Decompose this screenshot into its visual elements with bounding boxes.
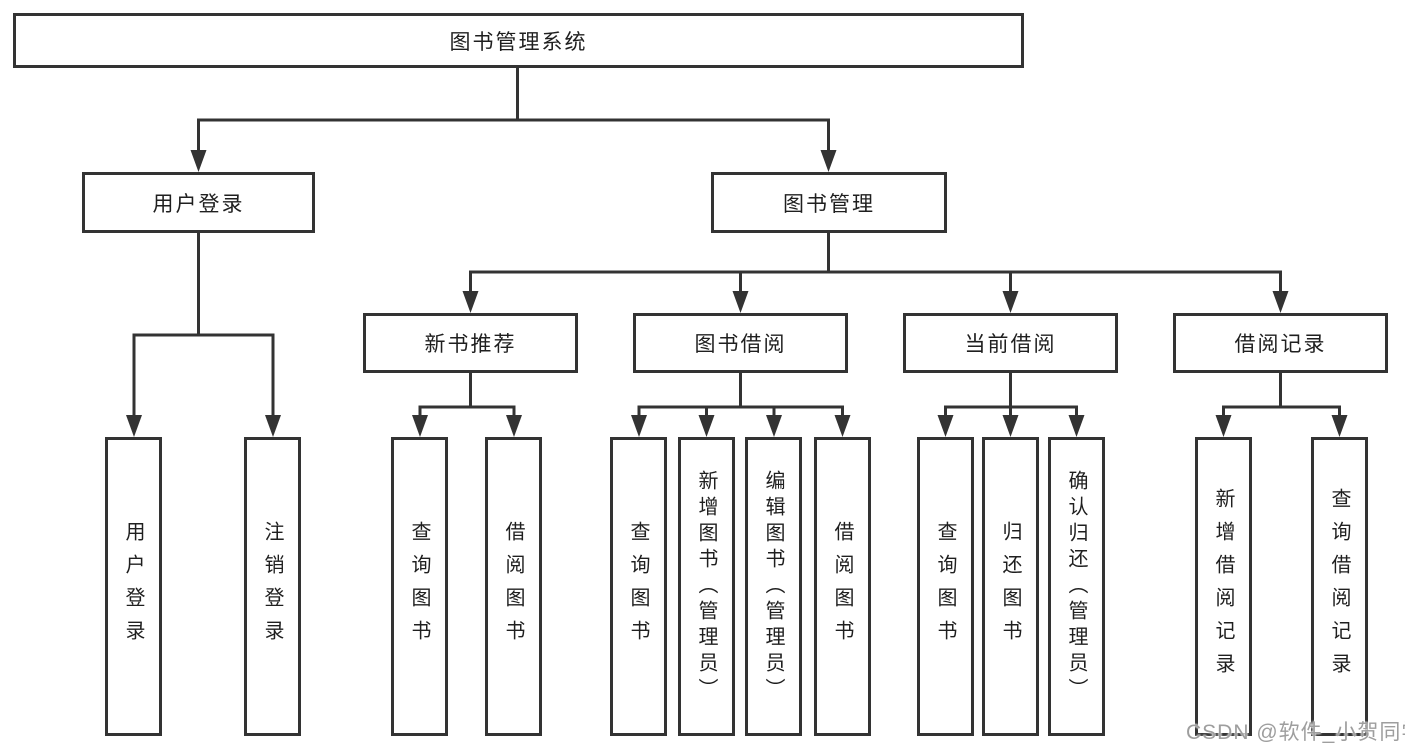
arrowheads xyxy=(126,150,1348,437)
node-user-login: 用户登录 xyxy=(82,172,315,233)
node-new-book-recommend: 新书推荐 xyxy=(363,313,578,373)
leaf-query-books-current: 查询图书 xyxy=(917,437,974,736)
leaf-add-borrow-record: 新增借阅记录 xyxy=(1195,437,1252,736)
leaf-return-book: 归还图书 xyxy=(982,437,1039,736)
leaf-edit-book-admin: 编辑图书（管理员） xyxy=(745,437,802,736)
leaf-confirm-return-admin: 确认归还（管理员） xyxy=(1048,437,1105,736)
leaf-query-books-recommend: 查询图书 xyxy=(391,437,448,736)
leaf-logout: 注销登录 xyxy=(244,437,301,736)
leaf-borrow-books: 借阅图书 xyxy=(814,437,871,736)
node-borrow-records: 借阅记录 xyxy=(1173,313,1388,373)
node-current-borrow: 当前借阅 xyxy=(903,313,1118,373)
node-book-borrow: 图书借阅 xyxy=(633,313,848,373)
leaf-borrow-books-recommend: 借阅图书 xyxy=(485,437,542,736)
leaf-user-login: 用户登录 xyxy=(105,437,162,736)
node-root: 图书管理系统 xyxy=(13,13,1024,68)
csdn-watermark: CSDN @软件_小贺同学 xyxy=(1186,721,1405,744)
node-book-management: 图书管理 xyxy=(711,172,947,233)
leaf-query-borrow-record: 查询借阅记录 xyxy=(1311,437,1368,736)
leaf-query-books-borrow: 查询图书 xyxy=(610,437,667,736)
leaf-add-book-admin: 新增图书（管理员） xyxy=(678,437,735,736)
